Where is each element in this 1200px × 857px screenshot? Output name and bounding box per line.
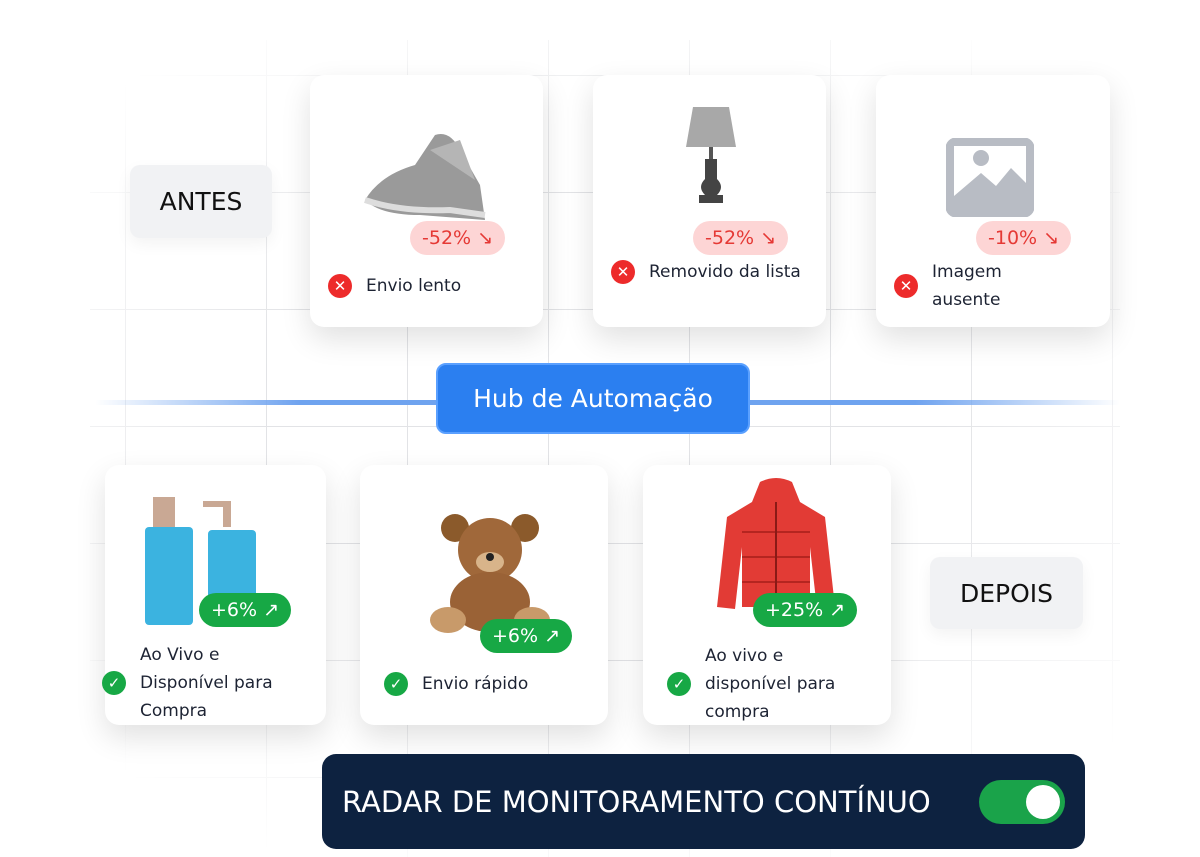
status-text: Ao vivo e disponível para compra	[705, 646, 836, 722]
check-circle-icon: ✓	[667, 672, 691, 696]
change-value: +25%	[765, 599, 824, 621]
monitoring-toggle[interactable]	[979, 780, 1065, 824]
status-text: Envio lento	[366, 276, 462, 296]
status-text: Ao Vivo e Disponível para Compra	[140, 645, 273, 721]
change-badge: -10%↘	[976, 221, 1072, 255]
trend-down-icon: ↘	[477, 227, 494, 249]
lamp-image	[686, 107, 736, 203]
trend-up-icon: ↗	[829, 599, 846, 621]
status-text: Imagem ausente	[932, 262, 1002, 310]
change-value: -52%	[705, 227, 755, 249]
check-circle-icon: ✓	[384, 672, 408, 696]
product-card-missing-image: -10%↘ ✕ Imagem ausente	[876, 75, 1110, 327]
check-circle-icon: ✓	[102, 671, 126, 695]
automation-hub-button[interactable]: Hub de Automação	[436, 363, 750, 434]
trend-down-icon: ↘	[760, 227, 777, 249]
change-value: -52%	[422, 227, 472, 249]
x-circle-icon: ✕	[328, 274, 352, 298]
before-label: ANTES	[130, 165, 272, 238]
product-card-teddy-bear: +6%↗ ✓ Envio rápido	[360, 465, 608, 725]
change-value: -10%	[988, 227, 1038, 249]
change-badge: +6%↗	[480, 619, 572, 653]
product-card-jacket: +25%↗ ✓ Ao vivo e disponível para compra	[643, 465, 891, 725]
change-badge: -52%↘	[410, 221, 506, 255]
product-card-sneakers: -52%↘ ✕ Envio lento	[310, 75, 543, 327]
toggle-knob	[1026, 785, 1060, 819]
sneakers-image	[364, 134, 486, 220]
trend-up-icon: ↗	[544, 625, 560, 647]
change-badge: -52%↘	[693, 221, 789, 255]
image-placeholder-icon	[946, 138, 1034, 217]
change-badge: +25%↗	[753, 593, 858, 627]
trend-down-icon: ↘	[1043, 227, 1060, 249]
change-value: +6%	[492, 625, 539, 647]
product-card-lamp: -52%↘ ✕ Removido da lista	[593, 75, 826, 327]
teddy-bear-image	[430, 514, 550, 633]
change-badge: +6%↗	[199, 593, 291, 627]
status-text: Removido da lista	[649, 262, 801, 282]
radar-label: RADAR DE MONITORAMENTO CONTÍNUO	[342, 784, 931, 819]
trend-up-icon: ↗	[263, 599, 279, 621]
jacket-image	[717, 478, 835, 609]
change-value: +6%	[211, 599, 258, 621]
x-circle-icon: ✕	[894, 274, 918, 298]
product-card-bottles: +6%↗ ✓ Ao Vivo e Disponível para Compra	[102, 465, 326, 725]
after-label: DEPOIS	[930, 557, 1083, 629]
x-circle-icon: ✕	[611, 260, 635, 284]
status-text: Envio rápido	[422, 674, 529, 694]
continuous-monitoring-bar: RADAR DE MONITORAMENTO CONTÍNUO	[322, 754, 1085, 849]
